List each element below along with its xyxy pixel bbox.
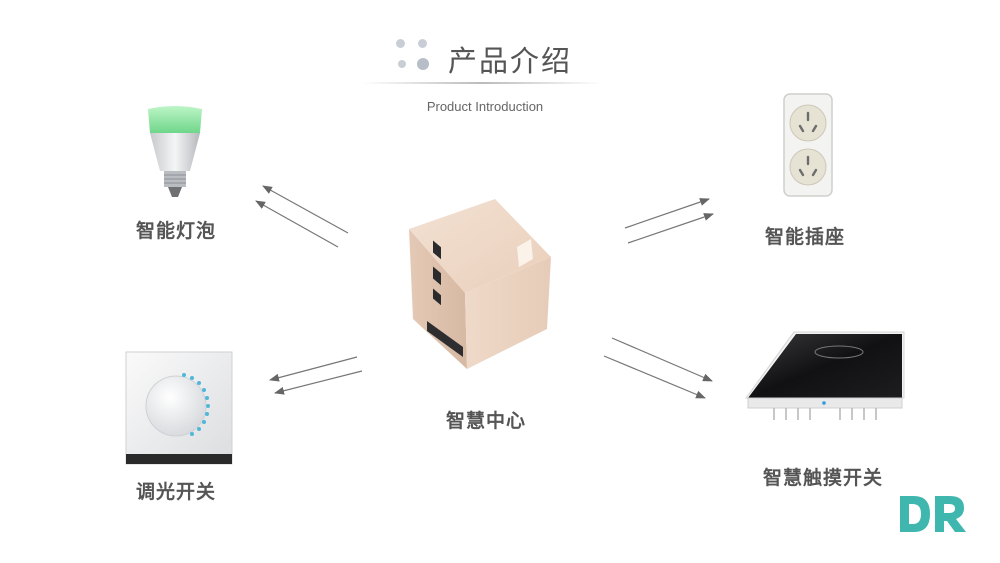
touch-switch-label: 智慧触摸开关 — [763, 467, 884, 489]
page-title: 产品介绍 — [448, 44, 573, 78]
title-divider — [362, 82, 602, 84]
bulb-label: 智能灯泡 — [136, 220, 217, 242]
touch-switch-icon — [745, 331, 905, 420]
smart-bulb-icon — [148, 106, 202, 197]
title-dots-icon — [394, 37, 434, 71]
arrow-to-touch-switch-2 — [603, 355, 706, 399]
smart-socket-icon — [783, 93, 833, 197]
socket-label: 智能插座 — [765, 226, 846, 248]
page-subtitle: Product Introduction — [426, 99, 544, 114]
smart-hub-icon — [409, 199, 551, 369]
dimmer-label: 调光开关 — [136, 481, 217, 503]
hub-label: 智慧中心 — [446, 410, 527, 432]
brand-logo — [900, 496, 966, 532]
arrow-to-socket-2 — [627, 213, 714, 244]
arrow-to-bulb-1 — [262, 185, 349, 234]
arrow-to-socket-1 — [624, 198, 710, 229]
arrow-to-dimmer-1 — [269, 356, 358, 382]
dimmer-switch-icon — [125, 351, 233, 465]
arrow-to-touch-switch-1 — [611, 337, 713, 382]
arrow-to-bulb-2 — [255, 200, 339, 248]
arrow-to-dimmer-2 — [274, 370, 363, 395]
